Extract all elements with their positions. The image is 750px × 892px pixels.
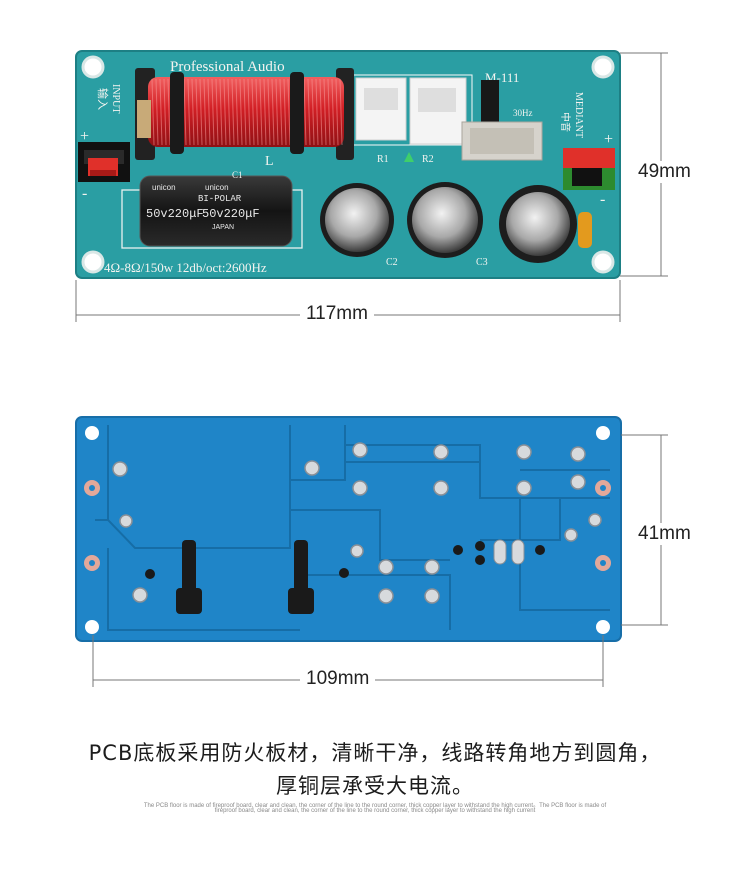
r2-label: R2 — [422, 154, 434, 165]
cap-value-2: 50v220μF — [202, 207, 260, 221]
capacitor-c2 — [320, 183, 394, 257]
output-plus-sign: + — [604, 131, 613, 148]
resistor-r2 — [409, 77, 467, 145]
cap-brand-1: unicon — [152, 183, 176, 192]
caption-line-2: 厚铜层承受大电流。 — [276, 774, 474, 798]
input-plus-sign: + — [80, 128, 89, 145]
board-title: Professional Audio — [170, 59, 285, 75]
input-label-cn: 输入 — [96, 88, 110, 110]
back-pcb — [76, 417, 621, 641]
front-board-photo: + - INPUT 输入 Professional Audio L R1 R2 … — [0, 0, 750, 330]
input-label: INPUT — [110, 84, 121, 113]
switch-label: 30Hz — [513, 108, 533, 118]
cap-brand-2: unicon — [205, 183, 229, 192]
solder-joints — [112, 442, 602, 604]
c1-label: C1 — [232, 170, 243, 180]
output-terminal — [563, 148, 615, 190]
front-height-dimension: 49mm — [632, 161, 697, 183]
spec-text: 4Ω-8Ω/150w 12db/oct:2600Hz — [104, 260, 267, 275]
capacitor-c3 — [407, 182, 483, 258]
capacitor-c4 — [499, 185, 592, 263]
front-board-svg: + - INPUT 输入 Professional Audio L R1 R2 … — [75, 50, 668, 322]
c2-label: C2 — [386, 257, 398, 268]
cap-type: BI-POLAR — [198, 194, 242, 204]
slide-switch — [461, 80, 543, 161]
copper-traces — [95, 425, 610, 631]
mounting-holes — [81, 55, 615, 274]
caption-fine-print-2: fireproof board, clear and clean, the co… — [214, 808, 536, 814]
inductor-label: L — [265, 154, 274, 169]
back-width-dimension: 109mm — [300, 668, 376, 690]
air-coil-inductor — [135, 68, 354, 160]
r1-label: R1 — [377, 154, 389, 165]
inductor-leads — [145, 540, 349, 614]
caption-line-1: PCB底板采用防火板材，清晰干净，线路转角地方到圆角， — [88, 741, 662, 765]
input-terminal — [78, 142, 130, 182]
c3-label: C3 — [476, 257, 488, 268]
switch-solder-cluster — [453, 539, 545, 565]
output-label-cn: 中音 — [559, 112, 572, 132]
front-width-dimension: 117mm — [300, 303, 374, 325]
direction-arrow — [404, 152, 414, 162]
cap-origin: JAPAN — [212, 224, 234, 231]
cap-value-1: 50v220μF — [146, 207, 204, 221]
output-minus-sign: - — [600, 191, 605, 208]
caption-fine-print-1: The PCB floor is made of fireproof board… — [143, 803, 607, 809]
bipolar-capacitor — [139, 175, 293, 247]
back-board-svg — [75, 416, 668, 687]
back-board-photo — [0, 400, 750, 700]
back-height-dimension: 41mm — [632, 523, 697, 545]
resistor-r1 — [355, 77, 407, 141]
input-minus-sign: - — [82, 185, 87, 202]
output-label: MEDIANT — [573, 92, 584, 138]
